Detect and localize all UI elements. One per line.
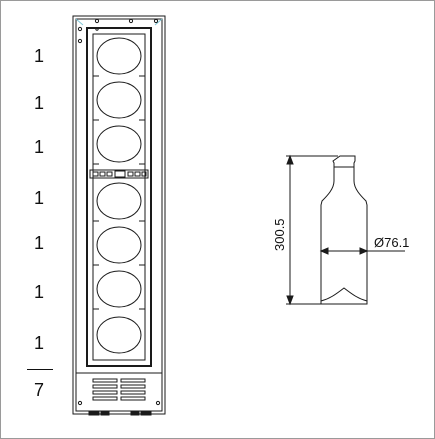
height-arrow-bottom bbox=[286, 295, 294, 306]
wine-cooler bbox=[72, 15, 166, 416]
bottle-shelf-6 bbox=[96, 270, 142, 308]
shelf-3-count: 1 bbox=[34, 137, 45, 157]
shelf-4-count: 1 bbox=[34, 188, 45, 208]
temperature-display bbox=[114, 170, 126, 178]
height-arrow-top bbox=[286, 154, 294, 165]
vent-grille bbox=[92, 378, 146, 401]
bottle-diameter-label: Ø76.1 bbox=[374, 235, 409, 250]
shelf-1-count: 1 bbox=[34, 46, 45, 66]
bottle-height-label: 300.5 bbox=[272, 218, 287, 251]
cabinet-outline bbox=[72, 15, 166, 415]
control-button bbox=[134, 171, 141, 177]
shelf-2-count: 1 bbox=[34, 93, 45, 113]
screw-icon bbox=[77, 400, 83, 406]
total-bottle-count: 7 bbox=[34, 380, 45, 400]
control-button bbox=[106, 171, 113, 177]
control-button bbox=[99, 171, 106, 177]
diameter-arrow-right bbox=[359, 247, 369, 255]
shelf-6-count: 1 bbox=[34, 282, 45, 302]
bottle-drawing bbox=[286, 154, 405, 306]
bottle-punt bbox=[320, 287, 368, 304]
bottle-shelf-4 bbox=[96, 182, 142, 220]
screw-icon bbox=[77, 38, 83, 44]
control-button bbox=[127, 171, 134, 177]
bottle-outline bbox=[320, 155, 368, 305]
shelf-7-count: 1 bbox=[34, 333, 45, 353]
door-outline bbox=[75, 18, 163, 374]
corner-accent-left bbox=[75, 18, 84, 26]
diameter-arrow-left bbox=[319, 247, 329, 255]
bottle-shelf-1 bbox=[96, 37, 142, 75]
control-panel bbox=[89, 169, 149, 179]
bottle-shelf-7 bbox=[96, 316, 142, 354]
screw-icon bbox=[155, 400, 161, 406]
screw-icon bbox=[77, 26, 83, 32]
control-button bbox=[92, 171, 99, 177]
foot bbox=[130, 410, 140, 416]
glass-window bbox=[86, 27, 152, 367]
control-button bbox=[141, 171, 147, 177]
glass-inner bbox=[92, 33, 146, 361]
screw-icon bbox=[94, 18, 100, 24]
bottle-shelf-2 bbox=[96, 81, 142, 119]
total-divider bbox=[27, 369, 53, 370]
bottle-shelf-5 bbox=[96, 226, 142, 264]
screw-icon bbox=[153, 18, 159, 24]
corner-accent-right bbox=[154, 18, 163, 26]
screw-icon bbox=[128, 18, 134, 24]
bottle-shelf-3 bbox=[96, 125, 142, 163]
base-kickplate bbox=[75, 372, 163, 412]
shelf-rails bbox=[93, 75, 145, 310]
shelf-5-count: 1 bbox=[34, 233, 45, 253]
foot bbox=[88, 410, 100, 416]
foot bbox=[140, 410, 152, 416]
foot bbox=[100, 410, 110, 416]
